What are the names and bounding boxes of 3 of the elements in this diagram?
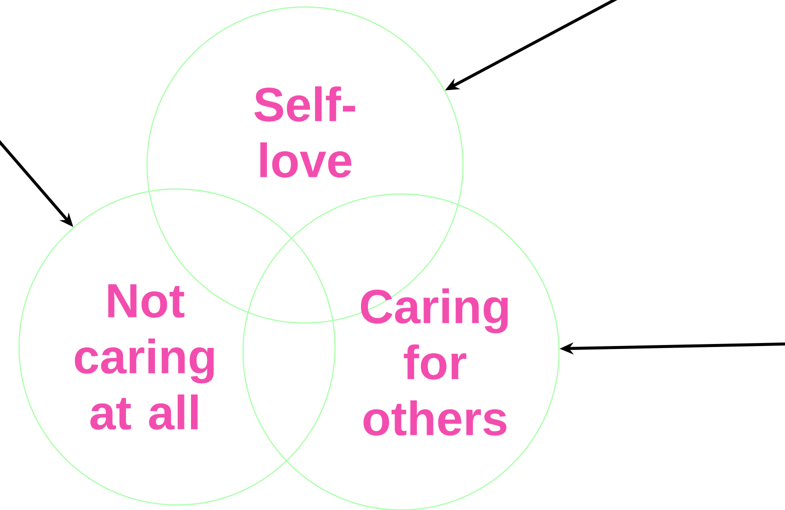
circle-label: Not caring at all xyxy=(74,284,214,430)
circle-label: Self-love xyxy=(254,86,356,178)
circle-label: Caring for others xyxy=(360,288,508,436)
